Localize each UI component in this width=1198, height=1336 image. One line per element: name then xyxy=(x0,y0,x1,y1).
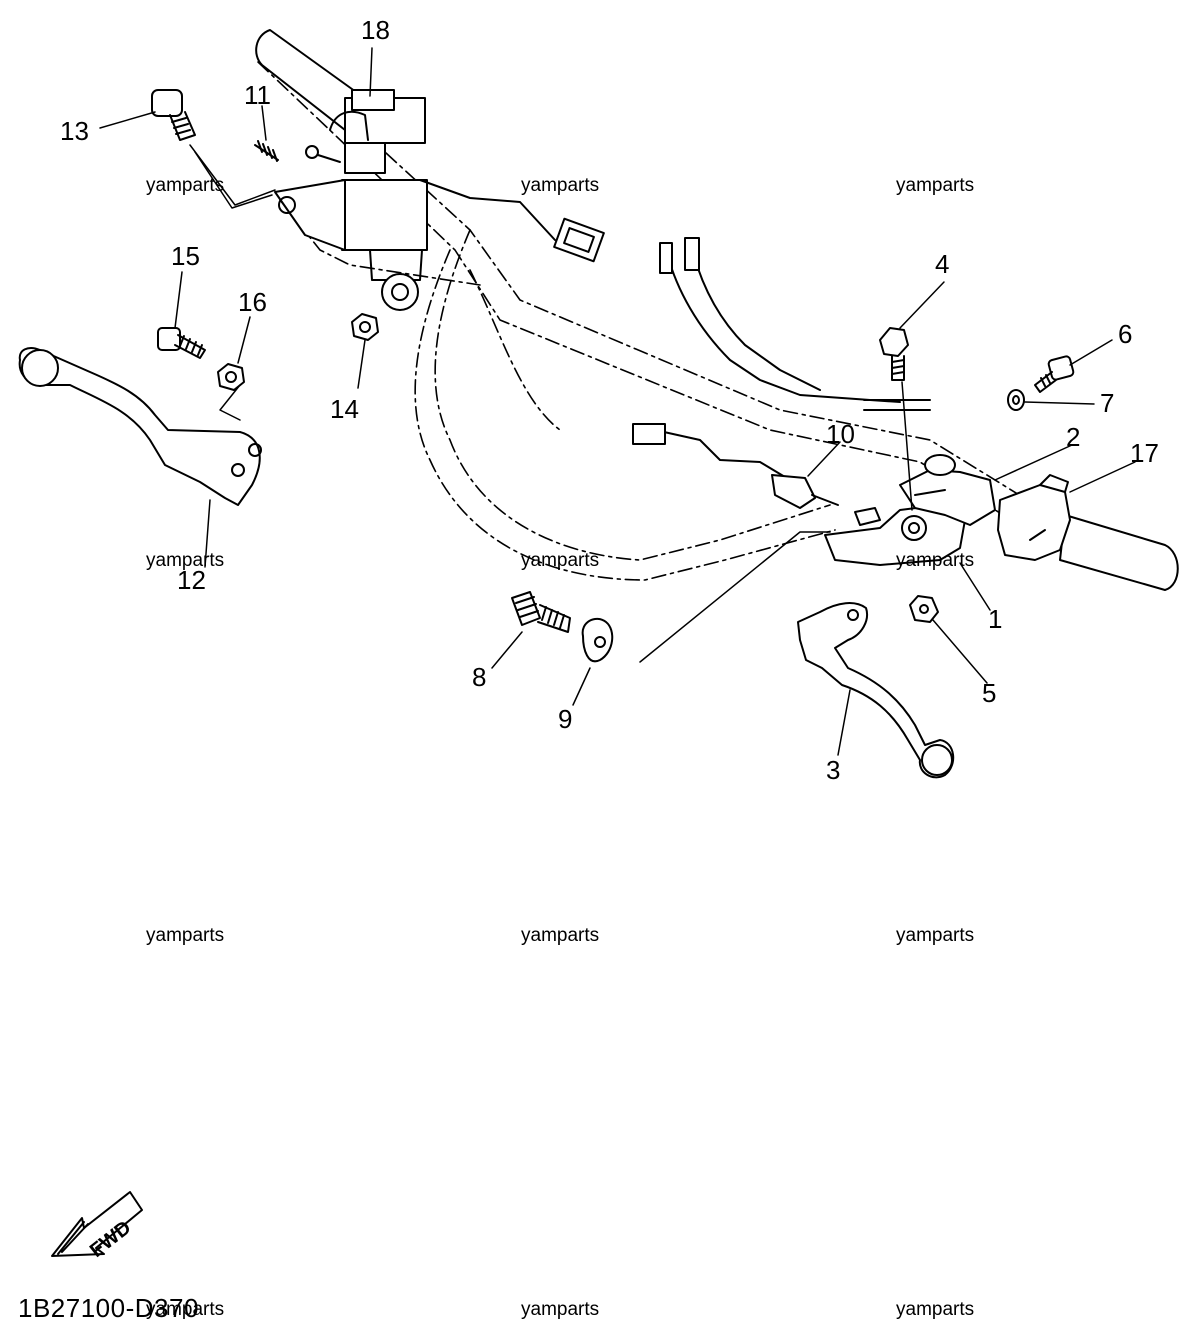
small-screw xyxy=(305,145,341,163)
part-18-switch-housing xyxy=(329,89,426,174)
watermark: yamparts xyxy=(146,1299,225,1320)
part-10-switch xyxy=(632,423,839,509)
watermark: yamparts xyxy=(146,925,225,946)
part-1-lever-holder xyxy=(824,504,966,566)
callout-5: 5 xyxy=(982,678,997,708)
watermark: yamparts xyxy=(521,1299,600,1320)
part-17-switch xyxy=(997,474,1071,561)
part-11-spring xyxy=(254,140,279,162)
callout-3: 3 xyxy=(826,755,841,785)
callout-11: 11 xyxy=(244,80,271,110)
watermark: yamparts xyxy=(896,550,975,571)
part-2-clamp xyxy=(899,454,996,526)
diagram-code: 1B27100-D370 xyxy=(18,1293,199,1323)
callout-7: 7 xyxy=(1100,388,1115,418)
part-9-nut xyxy=(581,617,614,663)
watermark: yamparts xyxy=(146,175,225,196)
part-4-bolt xyxy=(879,327,909,381)
callout-8: 8 xyxy=(472,662,487,692)
part-12-brake-lever xyxy=(18,347,262,506)
callout-9: 9 xyxy=(558,704,573,734)
part-6-bolt xyxy=(1034,355,1075,393)
callout-17: 17 xyxy=(1130,438,1159,468)
part-15-bolt xyxy=(157,327,206,359)
watermark: yamparts xyxy=(146,550,225,571)
watermark: yamparts xyxy=(896,1299,975,1320)
callout-2: 2 xyxy=(1066,422,1081,452)
callout-14: 14 xyxy=(330,394,359,424)
fwd-arrow-icon xyxy=(51,1191,143,1257)
watermark: yamparts xyxy=(521,550,600,571)
part-5-nut xyxy=(909,595,939,623)
callout-4: 4 xyxy=(935,249,950,279)
left-grip xyxy=(255,29,371,131)
callout-16: 16 xyxy=(238,287,267,317)
callout-12: 12 xyxy=(177,565,206,595)
master-cylinder xyxy=(274,179,428,311)
right-grip xyxy=(1059,514,1179,591)
part-14-nut xyxy=(351,313,379,341)
watermark: yamparts xyxy=(896,925,975,946)
part-16-nut xyxy=(217,363,245,391)
watermark: yamparts xyxy=(521,175,600,196)
part-3-clutch-lever xyxy=(797,602,955,779)
watermark: yamparts xyxy=(521,925,600,946)
callout-10: 10 xyxy=(826,419,855,449)
callout-6: 6 xyxy=(1118,319,1133,349)
part-8-adjuster xyxy=(511,591,571,633)
part-7-washer xyxy=(1007,389,1025,411)
part-13-bolt xyxy=(151,89,196,141)
callout-13: 13 xyxy=(60,116,89,146)
callout-18: 18 xyxy=(361,15,390,45)
callout-15: 15 xyxy=(171,241,200,271)
callout-1: 1 xyxy=(988,604,1003,634)
connector-upper xyxy=(553,217,605,263)
leader-lines xyxy=(99,47,1136,756)
watermark: yamparts xyxy=(896,175,975,196)
wire-upper xyxy=(664,244,901,403)
